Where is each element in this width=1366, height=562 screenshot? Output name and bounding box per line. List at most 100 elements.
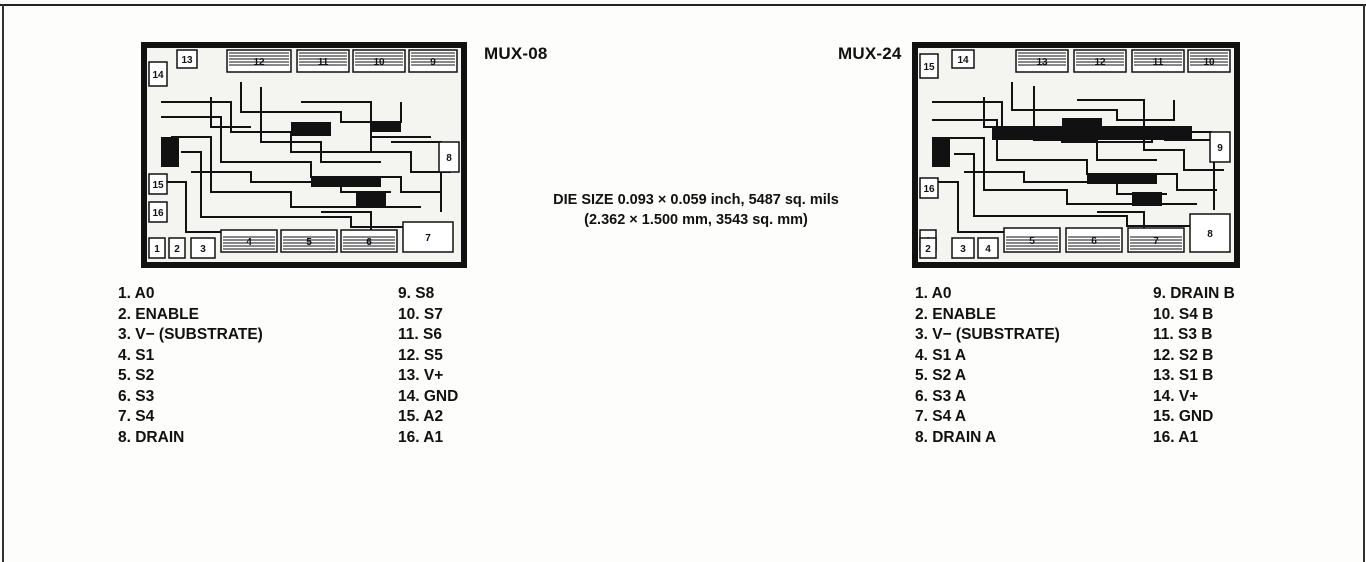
pad-number: 9 [1217,143,1223,154]
pad-number: 16 [152,208,164,219]
pad-number: 6 [1091,236,1097,247]
pad-number: 3 [960,244,966,255]
frame-left-border [2,4,4,562]
bond-pad: 7 [1127,227,1185,253]
pin-label: 13. S1 B [1153,367,1214,384]
pin-label: 7. S4 A [915,408,967,425]
bond-pad: 16 [148,201,168,223]
pin-label: 6. S3 [118,387,155,405]
frame-top-border [0,4,1366,6]
mux08-title: MUX-08 [484,44,548,63]
bond-pad: 5 [1003,227,1061,253]
bond-pad: 7 [402,221,454,253]
mux24-pin-list: 1. A0 2. ENABLE 3. V− (SUBSTRATE) 4. S1 A 5.… [915,285,1335,485]
pad-number: 7 [1153,236,1159,247]
pad-number: 16 [923,184,935,195]
die-size-line-2: (2.362 × 1.500 mm, 3543 sq. mm) [584,212,808,228]
bond-pad: 11 [1131,49,1185,73]
bond-pad: 13 [176,49,198,69]
bond-pad: 14 [148,61,168,87]
pad-number: 13 [1036,57,1048,68]
bond-pad: 8 [1189,213,1231,253]
pin-label: 9. S8 [398,285,435,302]
pin-label: 1. A0 [118,285,155,302]
pin-label: 2. ENABLE [915,305,996,323]
bond-pad: 2 [919,237,937,259]
bond-pad: 9 [408,49,458,73]
pad-number: 2 [174,244,180,255]
die-size-line-1: DIE SIZE 0.093 × 0.059 inch, 5487 sq. mi… [553,192,839,208]
bond-pad: 1 [148,237,166,259]
pad-number: 9 [430,57,436,68]
bond-pad: 12 [1073,49,1127,73]
pad-number: 12 [253,57,265,68]
pin-label: 16. A1 [398,428,444,446]
pin-label: 4. S1 A [915,346,967,364]
pin-label: 12. S5 [398,346,443,364]
pad-number: 13 [181,55,193,66]
pin-label: 1. A0 [915,285,952,302]
frame-right-border [1363,4,1365,562]
pin-label: 15. A2 [398,408,444,425]
pin-label: 4. S1 [118,346,155,364]
pad-number: 5 [306,237,312,248]
pad-number: 10 [373,57,385,68]
bond-pad: 8 [438,141,460,173]
pin-label: 6. S3 A [915,387,967,405]
bond-pad: 4 [977,237,999,259]
pad-number: 6 [366,237,372,248]
pad-number: 12 [1094,57,1106,68]
bond-pad: 9 [1209,131,1231,163]
pin-label: 13. V+ [398,367,444,384]
pin-label: 14. V+ [1153,387,1199,405]
pad-number: 5 [1029,236,1035,247]
bond-pad: 3 [951,237,975,259]
bond-pad: 2 [168,237,186,259]
pad-number: 14 [152,70,164,81]
pin-label: 9. DRAIN B [1153,285,1235,302]
bond-pad: 13 [1015,49,1069,73]
pin-label: 5. S2 A [915,367,967,384]
mux24-title: MUX-24 [838,44,902,63]
pin-label: 8. DRAIN [118,428,185,446]
bond-pad: 15 [148,173,168,195]
pin-label: 16. A1 [1153,428,1199,446]
pin-label: 3. V− (SUBSTRATE) [915,326,1060,343]
pad-number: 10 [1203,57,1215,68]
pad-number: 15 [923,62,935,73]
pad-number: 4 [246,237,252,248]
pad-number: 3 [200,244,206,255]
pad-number: 8 [1207,229,1213,240]
pin-label: 2. ENABLE [118,305,199,323]
bond-pad: 15 [919,53,939,79]
pin-label: 7. S4 [118,408,155,425]
pad-number: 1 [154,244,160,255]
pin-label: 11. S6 [398,326,442,343]
bond-pad: 3 [190,237,216,259]
pin-label: 8. DRAIN A [915,428,997,446]
bond-pad: 6 [1065,227,1123,253]
pad-number: 15 [152,180,164,191]
pad-number: 11 [318,57,329,68]
pin-label: 10. S4 B [1153,305,1214,323]
pin-label: 10. S7 [398,305,443,323]
bond-pad: 10 [352,49,406,73]
bond-pad: 11 [296,49,350,73]
bond-pad: 5 [280,229,338,253]
bond-pad: 6 [340,229,398,253]
pin-label: 12. S2 B [1153,346,1214,364]
bond-pad: 16 [919,177,939,199]
pin-label: 14. GND [398,387,459,405]
pin-label: 15. GND [1153,408,1214,425]
pad-number: 8 [446,153,452,164]
pin-label: 11. S3 B [1153,326,1213,343]
pad-number: 4 [985,244,991,255]
pin-label: 3. V− (SUBSTRATE) [118,326,263,343]
bond-pad: 10 [1187,49,1231,73]
bond-pad: 14 [951,49,975,69]
pad-number: 14 [957,55,969,66]
